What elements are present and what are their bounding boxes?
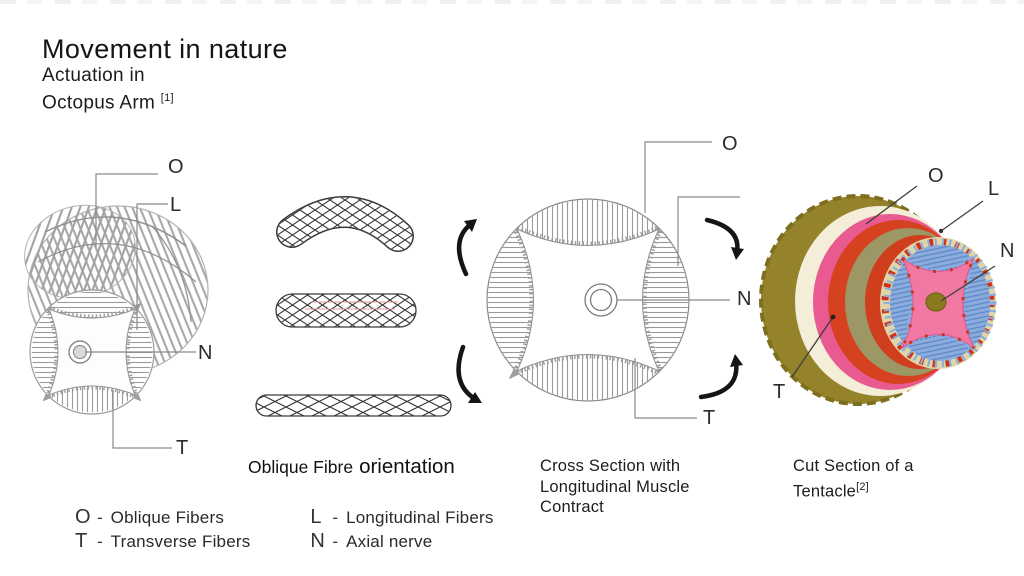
tentacle-cut-section <box>759 185 997 406</box>
cross-section-diagram <box>486 141 740 419</box>
arm-sketch-leader-lines <box>85 173 196 449</box>
oblique-fibre-sketches <box>255 196 452 417</box>
legend-item-longitudinal: L - Longitudinal Fibers <box>310 506 494 528</box>
reference-1: [1] <box>160 92 174 104</box>
transition-arrows <box>456 217 744 403</box>
arm-label-transverse: T <box>176 437 189 459</box>
arm-label-oblique: O <box>168 156 185 178</box>
subtitle-line-2: Octopus Arm [1] <box>42 92 174 114</box>
reference-2: [2] <box>856 480 869 493</box>
arm-label-longitudinal: L <box>170 194 182 216</box>
tentacle-label-nerve: N <box>1000 240 1015 262</box>
legend-item-oblique: O - Oblique Fibers <box>75 506 225 528</box>
page-title: Movement in nature <box>42 34 288 64</box>
cross-label-nerve: N <box>737 288 752 310</box>
legend-item-axial-nerve: N - Axial nerve <box>310 530 433 552</box>
fiber-legend: O - Oblique Fibers T - Transverse Fibers… <box>75 506 494 552</box>
caption-cross-section: Cross Section with Longitudinal Muscle C… <box>540 457 690 516</box>
legend-item-transverse: T - Transverse Fibers <box>75 530 251 552</box>
page-subtitle: Actuation in Octopus Arm [1] <box>42 65 174 114</box>
top-dashed-border <box>0 0 1024 4</box>
cross-label-oblique: O <box>722 133 739 155</box>
arm-label-nerve: N <box>198 342 213 364</box>
caption-tentacle: Cut Section of a Tentacle[2] <box>793 457 914 500</box>
cross-label-transverse: T <box>703 407 716 429</box>
octopus-arm-3d-sketch <box>24 173 209 449</box>
subtitle-line-1: Actuation in <box>42 65 145 86</box>
cross-section-leader-lines <box>617 141 740 419</box>
tentacle-label-longitudinal: L <box>988 178 1000 200</box>
tentacle-leader-lines <box>791 185 996 378</box>
tentacle-label-oblique: O <box>928 165 945 187</box>
tentacle-label-transverse: T <box>773 381 786 403</box>
